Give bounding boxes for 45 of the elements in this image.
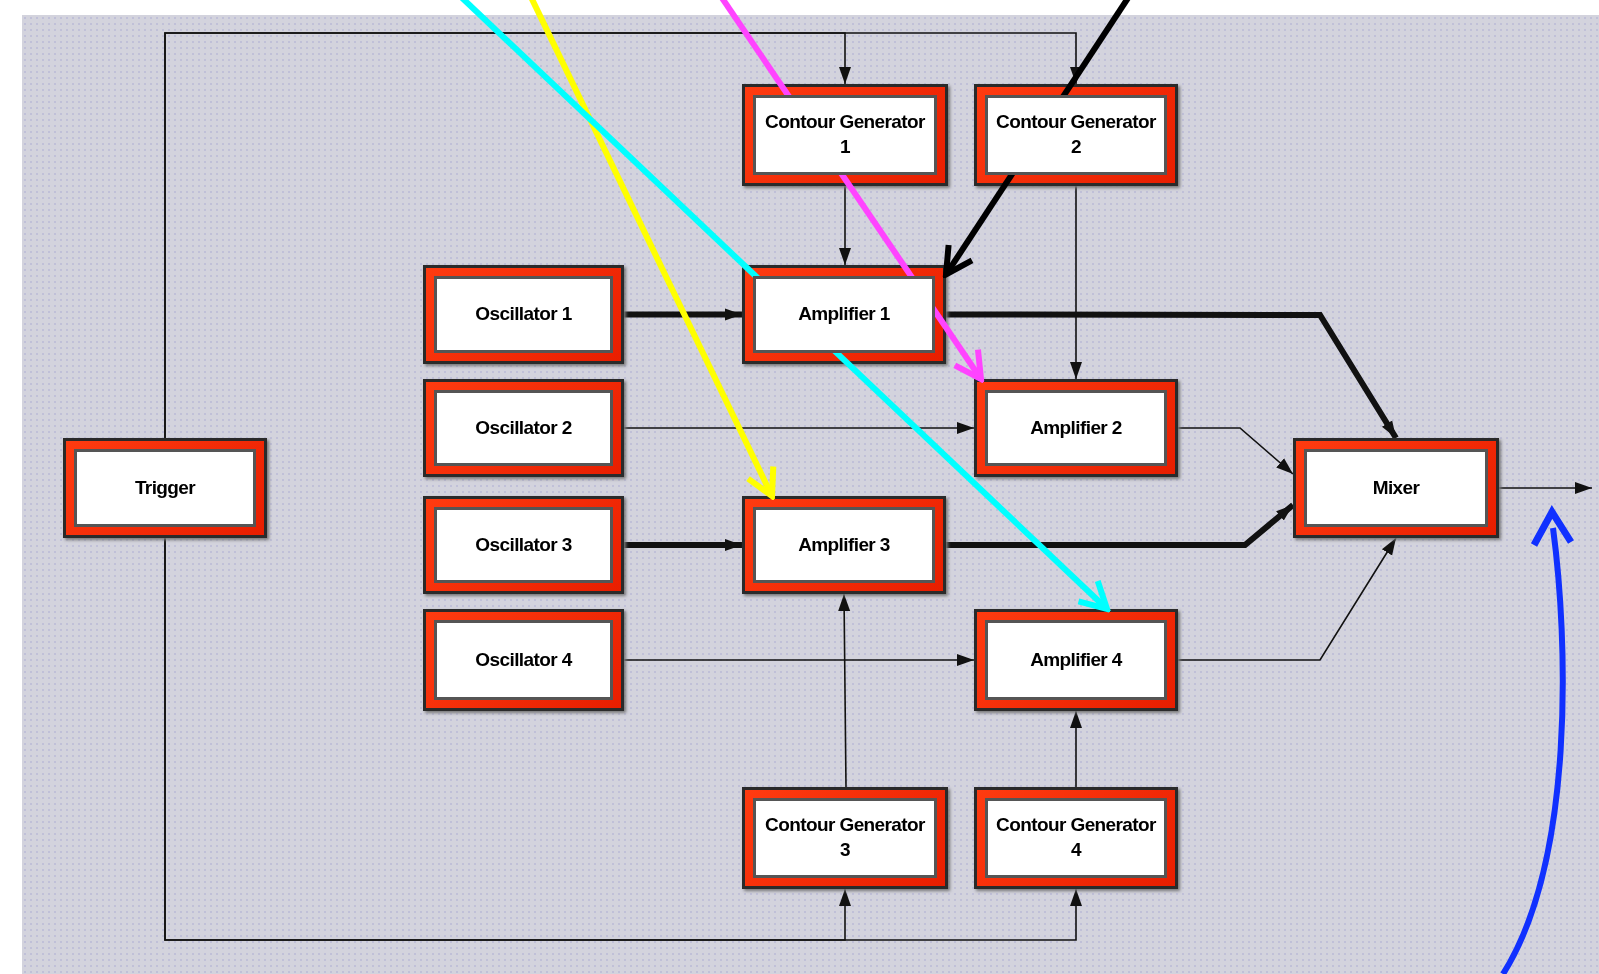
module-box	[974, 609, 1178, 711]
box-label: Amplifier 1	[753, 276, 935, 353]
arrow	[1498, 482, 1593, 494]
arrow	[1177, 537, 1397, 661]
box-label: Contour Generator 1	[753, 95, 937, 175]
box-label: Mixer	[1304, 449, 1488, 527]
arrow	[943, 0, 1133, 278]
arrow	[839, 185, 851, 266]
arrow	[623, 654, 975, 666]
module-box	[423, 379, 624, 477]
arrow	[624, 308, 742, 321]
box-label: Oscillator 2	[434, 390, 613, 466]
box-label: Oscillator 3	[434, 507, 613, 583]
arrow	[1070, 185, 1082, 380]
arrow	[1177, 427, 1294, 475]
box-label: Amplifier 4	[985, 620, 1167, 700]
box-label: Contour Generator 3	[753, 798, 937, 878]
arrow	[527, 0, 777, 499]
box-label: Amplifier 3	[753, 507, 935, 583]
module-box	[974, 787, 1178, 889]
arrow	[623, 422, 975, 434]
module-box	[423, 496, 624, 594]
module-box	[742, 787, 948, 889]
box-label: Oscillator 1	[434, 276, 613, 353]
box-label: Contour Generator 4	[985, 798, 1167, 878]
arrow	[946, 311, 1399, 440]
module-box	[974, 379, 1178, 477]
arrow	[164, 32, 1082, 439]
arrow	[946, 502, 1295, 548]
module-box	[742, 84, 948, 186]
arrow	[624, 539, 742, 551]
module-box	[63, 438, 267, 538]
module-box	[742, 496, 946, 594]
arrow	[1070, 710, 1082, 788]
box-label: Amplifier 2	[985, 390, 1167, 466]
box-label: Trigger	[74, 449, 256, 527]
module-box	[423, 609, 624, 711]
arrow	[164, 537, 1082, 941]
arrow	[838, 593, 851, 788]
module-box	[742, 265, 946, 364]
box-label: Oscillator 4	[434, 620, 613, 700]
module-box	[423, 265, 624, 364]
box-label: Contour Generator 2	[985, 95, 1167, 175]
module-box	[1293, 438, 1499, 538]
module-box	[974, 84, 1178, 186]
